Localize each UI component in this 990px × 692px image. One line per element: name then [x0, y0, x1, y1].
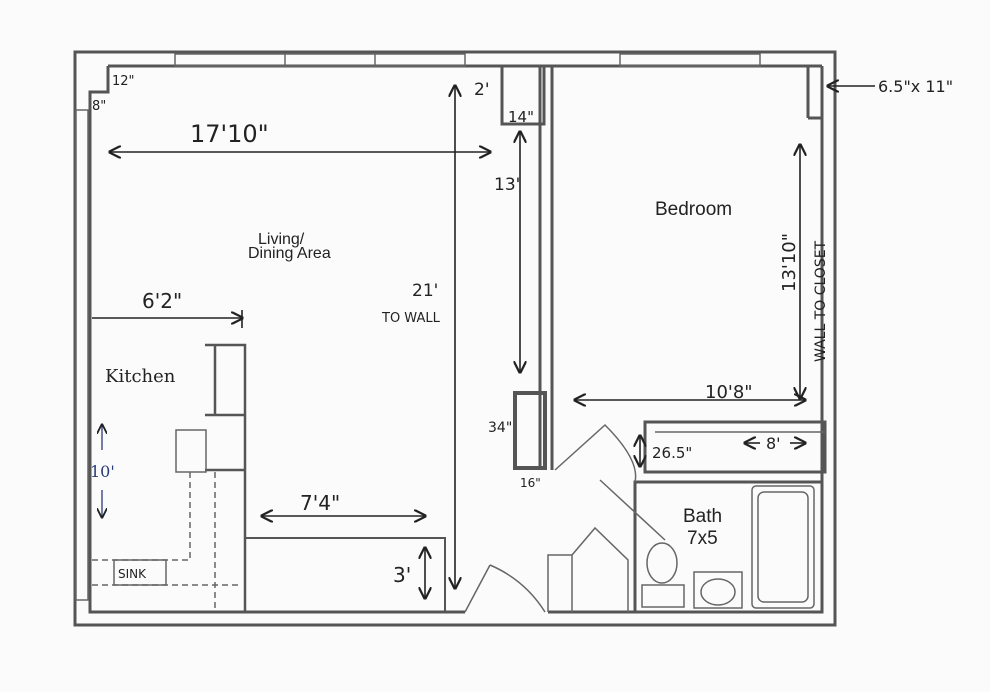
kitchen-length-label: 10'	[90, 462, 115, 481]
sink-label: SINK	[118, 567, 147, 581]
post-width-label: 16"	[520, 476, 541, 490]
living-width-label: 17'10"	[190, 120, 269, 148]
closet-width-label: 2'	[474, 80, 490, 100]
counter-depth-label: 3'	[393, 563, 411, 587]
living-room-label-1: Living/	[258, 231, 305, 248]
closet-depth-label-2: 26.5"	[652, 444, 692, 462]
bedroom-length-label: 13'10"	[779, 233, 800, 292]
partition-wall	[500, 64, 554, 470]
kitchen-width-label: 6'2"	[142, 289, 182, 313]
door-swings	[464, 423, 666, 613]
corner-width-label: 12"	[112, 74, 135, 89]
bedroom-length-note: WALL TO CLOSET	[813, 240, 829, 362]
counter-length-label: 7'4"	[300, 491, 340, 515]
living-room-label-2: Dining Area	[248, 245, 331, 262]
kitchen-label: Kitchen	[105, 366, 176, 387]
window-size-label: 6.5"x 11"	[878, 77, 953, 96]
living-length-label: 21'	[412, 281, 438, 301]
dimension-lines	[92, 86, 875, 598]
bedroom-width-label: 10'8"	[705, 382, 753, 403]
corner-height-label: 8"	[92, 99, 106, 114]
wall-run-label: 13'	[494, 175, 520, 195]
windows	[75, 53, 761, 601]
bath-sink	[693, 571, 743, 609]
living-length-note: TO WALL	[381, 311, 441, 326]
closet-depth-label: 14"	[508, 108, 534, 126]
bath-label: Bath	[683, 506, 722, 527]
toilet	[646, 542, 678, 584]
bath-size-label: 7x5	[687, 528, 718, 549]
kitchen-counters	[92, 343, 446, 613]
closet-length-label: 8'	[766, 434, 781, 453]
post-height-label: 34"	[488, 420, 512, 436]
bathroom	[547, 480, 822, 612]
bedroom-label: Bedroom	[655, 199, 732, 220]
